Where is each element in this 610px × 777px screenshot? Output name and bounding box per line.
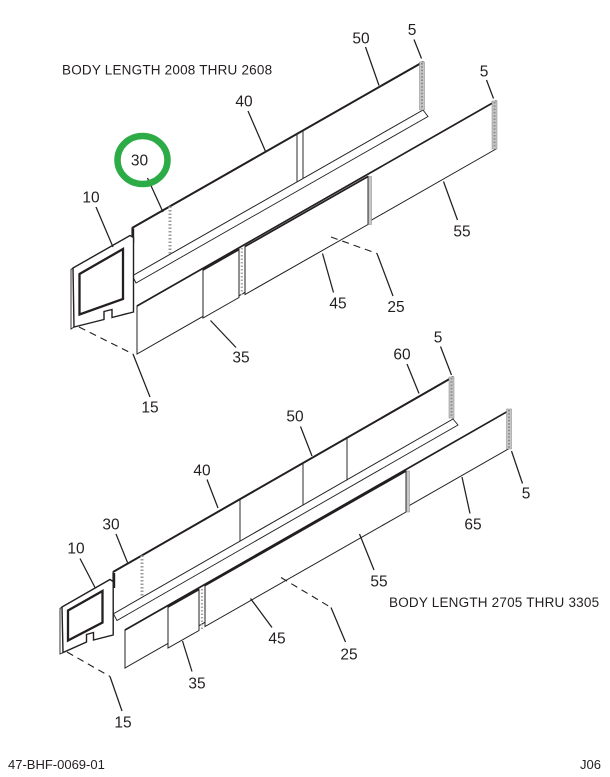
sill-long-top-edge [244,175,369,248]
assembly-2008-2608: BODY LENGTH 2008 THRU 2608 [62,22,498,417]
sill-long-top-edge [204,470,407,587]
callout-15[interactable]: 15 [141,400,158,417]
post-window [78,247,125,317]
sill-short-top-edge [202,248,240,271]
callout-5-rear-rail[interactable]: 5 [480,64,489,81]
rear-rail-top-edge [124,409,511,631]
sill-short-top-edge [167,588,200,608]
callout-50[interactable]: 50 [286,409,304,426]
callout-40[interactable]: 40 [193,463,211,480]
callout-50[interactable]: 50 [352,31,370,48]
callout-60[interactable]: 60 [393,347,411,364]
hidden-leader-15 [78,326,134,355]
post-window [66,589,104,643]
rear-rail-end-cap [491,100,498,150]
callout-65[interactable]: 65 [464,517,481,534]
highlight-circle-30 [114,132,171,188]
callout-15[interactable]: 15 [114,715,131,732]
upper-rail-flange [132,109,429,284]
hidden-leader-25 [330,236,378,255]
callout-5-upper-rail[interactable]: 5 [408,22,417,39]
callout-25[interactable]: 25 [340,647,357,664]
callout-35[interactable]: 35 [232,350,249,367]
callout-5-upper-rail[interactable]: 5 [434,330,443,347]
leader-lines [79,346,524,712]
callout-55[interactable]: 55 [453,224,470,241]
figure-number: 47-BHF-0069-01 [8,757,105,772]
callout-45[interactable]: 45 [329,296,346,313]
rear-rail-top-edge [136,100,497,307]
callout-40[interactable]: 40 [235,94,253,111]
upper-rail-top-edge [112,376,454,573]
sill-long-end-cap [367,176,372,225]
rear-rail-end-cap [506,408,512,450]
sill-long-end-cap [405,470,410,513]
revision-code: J06 [580,757,601,772]
assembly-caption: BODY LENGTH 2008 THRU 2608 [62,63,272,78]
upper-rail-end-cap [419,61,425,111]
upper-rail-end-cap [448,376,455,419]
upper-rail-flange [113,418,459,622]
callout-35[interactable]: 35 [188,676,205,693]
callout-30[interactable]: 30 [131,153,149,170]
callout-45[interactable]: 45 [268,631,285,648]
callout-10[interactable]: 10 [67,541,85,558]
assembly-caption: BODY LENGTH 2705 THRU 3305 [389,595,599,610]
hidden-leader-15 [66,651,111,677]
callout-5-rear-rail[interactable]: 5 [522,486,531,503]
corner-post-thickness [70,267,75,330]
hidden-leader-25 [280,577,332,608]
callout-30[interactable]: 30 [102,517,120,534]
callout-25[interactable]: 25 [387,299,404,316]
upper-rail-top-edge [131,61,424,229]
corner-post-thickness [59,606,64,655]
assembly-2705-3305: BODY LENGTH 2705 THRU 3305 [59,330,599,732]
callout-55[interactable]: 55 [370,574,387,591]
callout-10[interactable]: 10 [82,190,100,207]
